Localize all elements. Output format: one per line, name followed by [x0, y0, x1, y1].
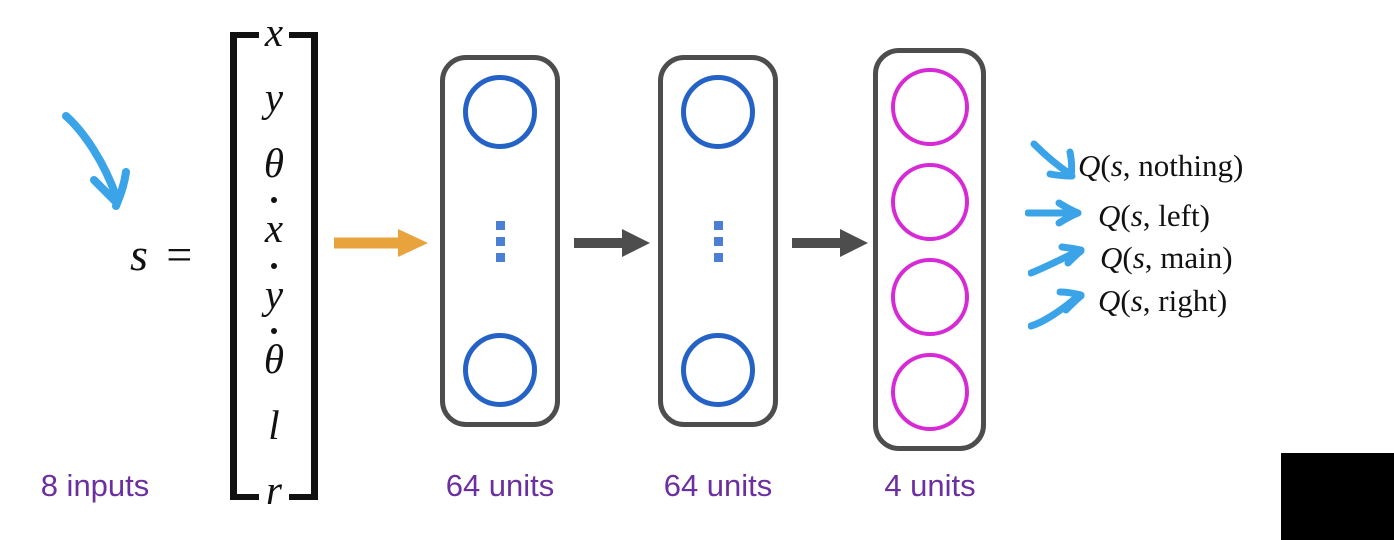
paren-close: )	[1222, 240, 1233, 275]
separator: ,	[1144, 240, 1161, 275]
state-component: x	[228, 197, 320, 252]
output-arrow-left-icon	[1024, 198, 1083, 233]
state-component-symbol: x	[264, 205, 284, 252]
arrow-input-to-layer1-icon	[332, 226, 430, 260]
q-symbol: Q	[1098, 283, 1121, 318]
state-component-symbol: θ	[263, 336, 285, 383]
paren-open: (	[1120, 198, 1131, 233]
state-component-symbol: θ	[263, 139, 285, 186]
separator: ,	[1142, 283, 1159, 318]
output-arrow-right-icon	[1027, 288, 1086, 337]
separator: ,	[1142, 198, 1159, 233]
state-symbol: s	[1130, 198, 1143, 233]
state-component: y	[228, 77, 320, 118]
state-component: θ	[228, 328, 320, 383]
vertical-ellipsis-icon	[713, 220, 723, 262]
arrow-layer2-to-output-icon	[790, 226, 870, 260]
neuron-node	[463, 75, 537, 149]
state-component-symbol: y	[264, 74, 284, 121]
neuron-node	[681, 333, 755, 407]
state-component: y	[228, 262, 320, 317]
hand-drawn-pointer-arrow	[58, 110, 148, 225]
bracket-left-icon	[230, 32, 259, 500]
paren-close: )	[1233, 148, 1244, 183]
neuron-node	[890, 162, 969, 241]
q-symbol: Q	[1098, 198, 1121, 233]
output-arrow-nothing-icon	[1030, 140, 1082, 191]
output-label-main: Q(s, main)	[1100, 240, 1233, 276]
output-arrow-main-icon	[1027, 243, 1086, 286]
state-symbol: s	[1132, 240, 1145, 275]
black-overlay-block	[1281, 453, 1394, 540]
label-input-count: 8 inputs	[40, 468, 150, 503]
paren-close: )	[1199, 198, 1210, 233]
dot-accent-icon	[271, 328, 277, 335]
state-component: x	[228, 12, 320, 53]
paren-open: (	[1100, 148, 1111, 183]
vertical-ellipsis-icon	[495, 220, 505, 262]
state-component-symbol: y	[264, 270, 284, 317]
neuron-node	[890, 67, 969, 146]
neuron-node	[463, 333, 537, 407]
state-component-symbol: x	[264, 9, 284, 55]
action-name: right	[1158, 283, 1217, 318]
state-vector: x y θ x y θ l r	[228, 8, 320, 513]
state-component: r	[228, 466, 320, 513]
state-symbol: s	[1110, 148, 1123, 183]
q-symbol: Q	[1078, 148, 1101, 183]
output-label-left: Q(s, left)	[1098, 198, 1210, 234]
layer-box-hidden-2	[658, 55, 778, 427]
action-name: nothing	[1138, 148, 1234, 183]
label-hidden-1-units: 64 units	[445, 468, 555, 503]
output-label-nothing: Q(s, nothing)	[1078, 148, 1243, 184]
paren-open: (	[1122, 240, 1133, 275]
state-vector-items: x y θ x y θ l r	[228, 8, 320, 513]
arrow-layer1-to-layer2-icon	[572, 226, 652, 260]
state-component-symbol: l	[268, 401, 280, 448]
paren-open: (	[1120, 283, 1131, 318]
dot-accent-icon	[271, 262, 277, 269]
layer-box-hidden-1	[440, 55, 560, 427]
state-symbol: s	[1130, 283, 1143, 318]
label-hidden-2-units: 64 units	[663, 468, 773, 503]
neuron-node	[681, 75, 755, 149]
dot-accent-icon	[271, 197, 277, 204]
paren-close: )	[1216, 283, 1228, 318]
label-output-units: 4 units	[884, 468, 976, 503]
q-symbol: Q	[1100, 240, 1123, 275]
neuron-node	[890, 258, 969, 337]
separator: ,	[1122, 148, 1139, 183]
action-name: main	[1160, 240, 1223, 275]
action-name: left	[1158, 198, 1200, 233]
bracket-right-icon	[289, 32, 318, 500]
output-label-right: Q(s, right)	[1098, 283, 1227, 319]
neuron-node	[890, 353, 969, 432]
state-equation-label: s =	[130, 229, 197, 280]
state-component-symbol: r	[266, 466, 282, 513]
state-component: l	[228, 401, 320, 448]
state-component: θ	[228, 139, 320, 186]
layer-box-output	[873, 48, 986, 451]
